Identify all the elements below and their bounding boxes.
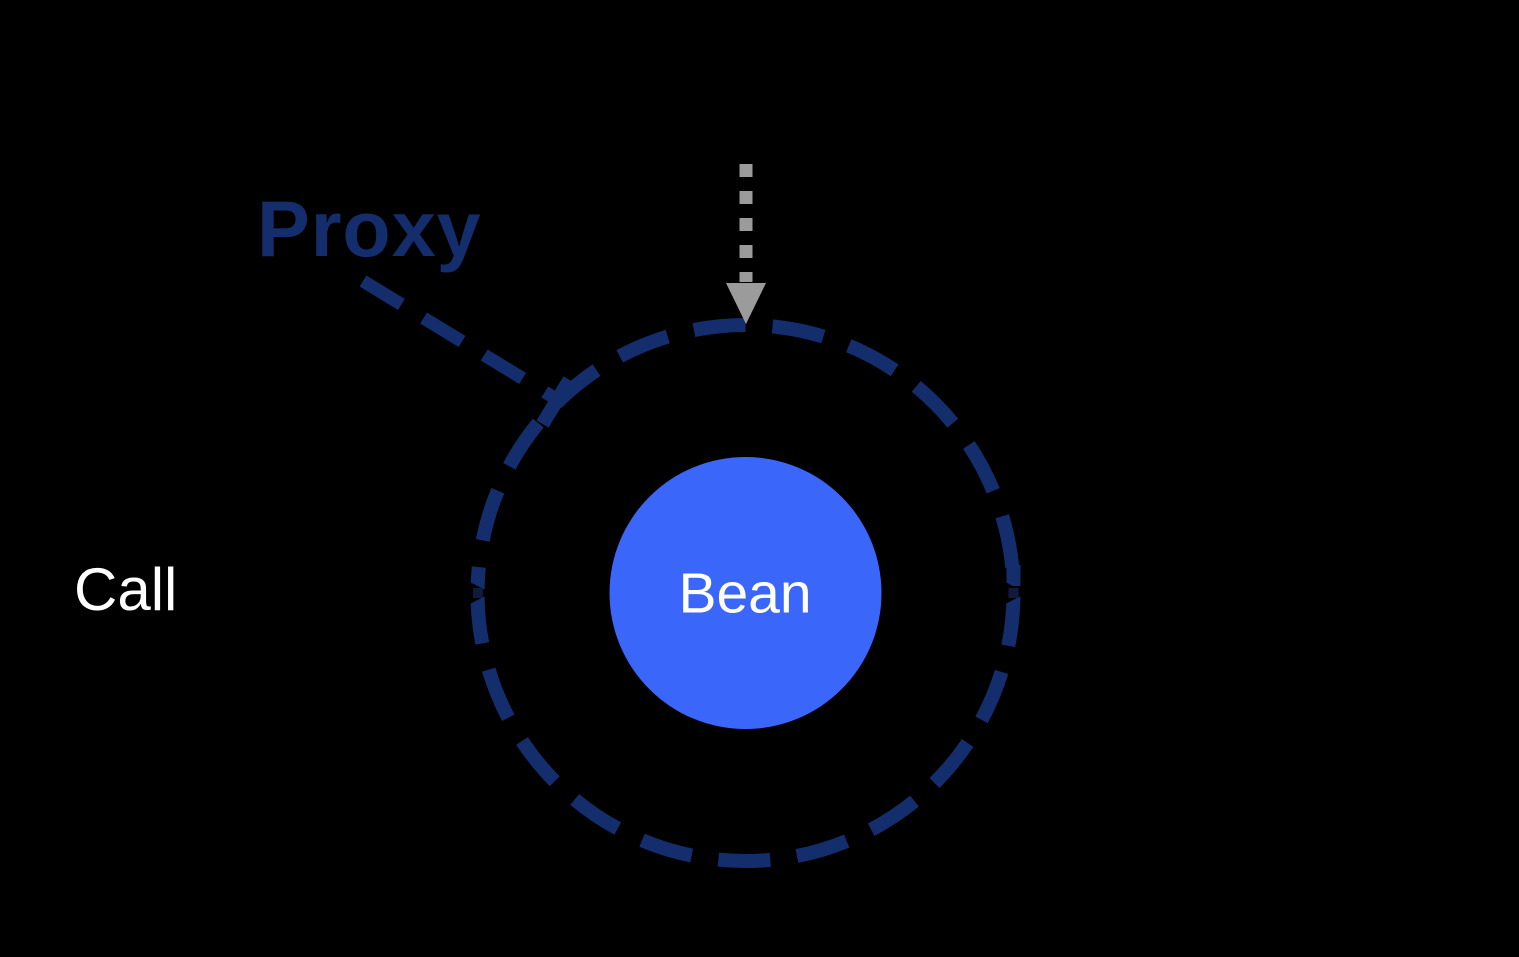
call-label: Call [74,556,178,623]
left-occluded-arrowhead-icon [473,588,483,598]
right-occluded-arrowhead-icon [1008,588,1019,598]
proxy-leader-line [359,275,557,403]
bean-label: Bean [678,561,812,626]
proxy-leader-end-cap-dash [536,376,576,428]
proxy-boundary-dashed-circle [470,318,1021,868]
incoming-call-arrowhead-icon [726,283,766,324]
proxy-label: Proxy [257,184,482,273]
bean-circle [609,457,882,729]
